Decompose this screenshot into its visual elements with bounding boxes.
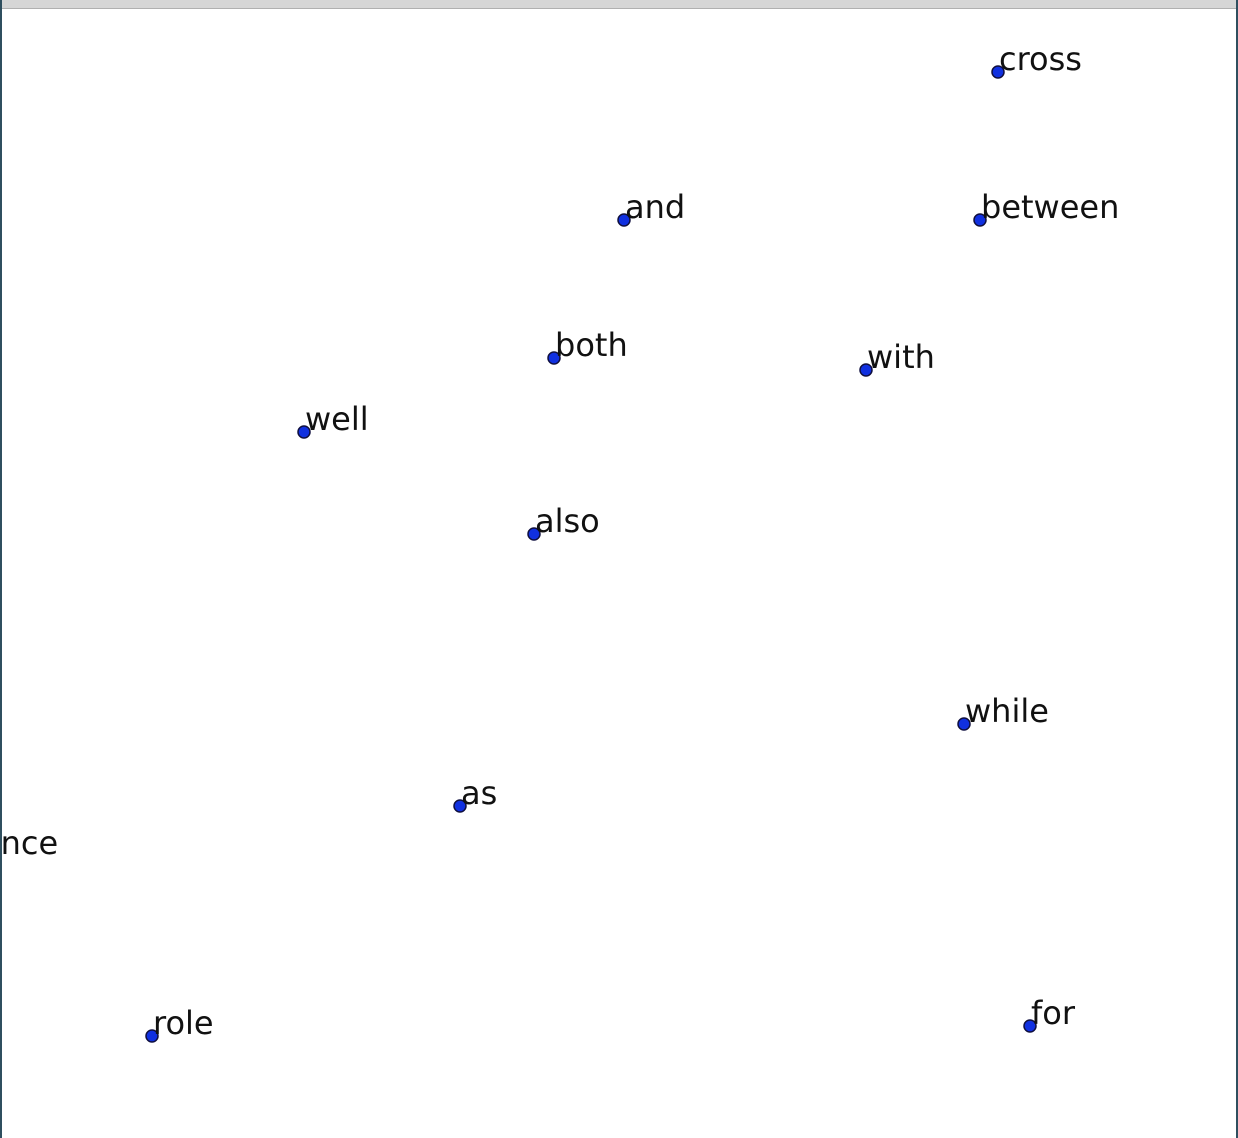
- point-label-role: role: [153, 1004, 214, 1042]
- point-label-while: while: [965, 692, 1049, 730]
- data-point-for: [1023, 1019, 1037, 1033]
- data-point-while: [957, 717, 971, 731]
- data-point-cross: [991, 65, 1005, 79]
- data-point-as: [453, 799, 467, 813]
- data-point-between: [973, 213, 987, 227]
- point-label-also: also: [535, 502, 600, 540]
- point-label-as: as: [461, 774, 497, 812]
- point-label-cross: cross: [999, 40, 1082, 78]
- window-left-border: [0, 0, 2, 1138]
- point-label-between: between: [981, 188, 1119, 226]
- data-point-also: [527, 527, 541, 541]
- data-point-role: [145, 1029, 159, 1043]
- point-label-for: for: [1031, 994, 1076, 1032]
- data-point-both: [547, 351, 561, 365]
- window-right-border: [1236, 0, 1238, 1138]
- point-label-ance: ance: [0, 824, 58, 862]
- point-label-both: both: [555, 326, 628, 364]
- point-label-well: well: [305, 400, 369, 438]
- data-point-well: [297, 425, 311, 439]
- data-point-and: [617, 213, 631, 227]
- data-point-with: [859, 363, 873, 377]
- point-label-and: and: [625, 188, 685, 226]
- point-label-with: with: [867, 338, 935, 376]
- window-top-bar: [0, 0, 1238, 9]
